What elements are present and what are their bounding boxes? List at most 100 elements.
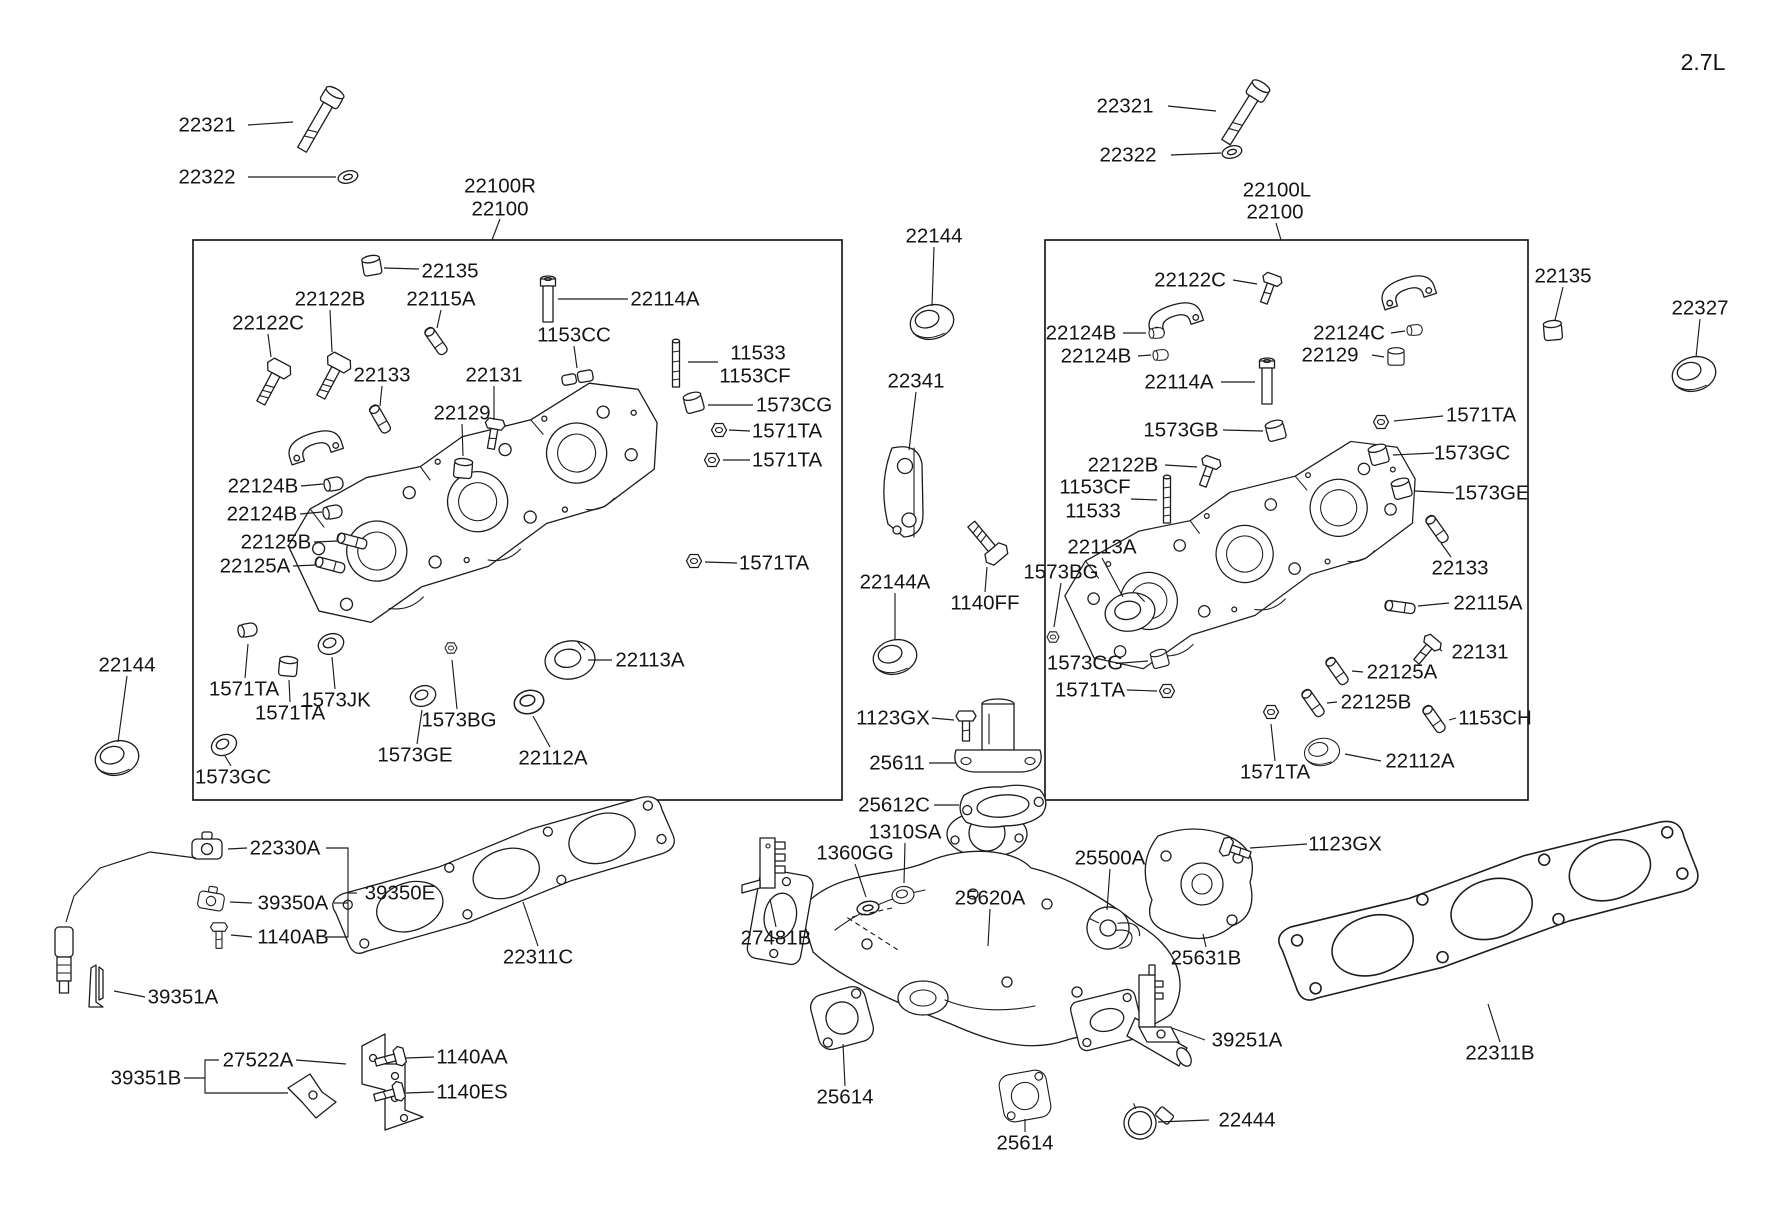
right-bank-cylinder-head-box [192, 239, 843, 801]
leader-line-80 [1326, 701, 1338, 704]
part-label-1123GX: 1123GX [856, 707, 930, 730]
part-label-1571TA: 1571TA [255, 702, 326, 725]
leader-line-14 [728, 429, 751, 432]
part-label-22122C: 22122C [232, 312, 304, 335]
part-label-1573BG: 1573BG [421, 709, 496, 732]
part-label-1573CG: 1573CG [756, 394, 832, 417]
leader-line-79 [1351, 670, 1364, 673]
part-label-22125A: 22125A [220, 555, 291, 578]
leader-line-33 [113, 990, 146, 998]
part-label-22144: 22144 [905, 225, 962, 248]
leader-line-85 [1126, 689, 1158, 692]
leader-line-6 [267, 333, 272, 358]
leader-line-5 [436, 309, 442, 329]
sleeve-22124B-drawing [322, 475, 345, 493]
pin-22133-drawing [367, 402, 393, 436]
part-label-22144: 22144 [98, 654, 155, 677]
leader-line-71 [1101, 557, 1124, 598]
pin-22133-drawing [1423, 513, 1451, 545]
leader-line-84 [1121, 660, 1149, 664]
bolt-22321-drawing [1216, 76, 1273, 149]
leader-line-25 [224, 755, 232, 767]
valve-guide-22114A-drawing [1258, 357, 1276, 405]
leader-line-4 [329, 309, 333, 353]
washer-22322-drawing [1220, 142, 1244, 162]
part-label-22113A: 22113A [615, 649, 684, 672]
leader-line-78 [1438, 648, 1443, 652]
camshaft-bearing-cap-drawing [1377, 269, 1438, 311]
cap-22135-drawing [360, 253, 383, 278]
seal-22112A-drawing [510, 686, 548, 718]
part-label-22444: 22444 [1218, 1109, 1275, 1132]
part-label-11533: 11533 [730, 342, 785, 365]
valve-guide-22114A-drawing [539, 275, 557, 323]
part-label-1140ES: 1140ES [436, 1081, 507, 1104]
leader-line-72 [1053, 582, 1062, 628]
part-label-22131: 22131 [465, 364, 522, 387]
part-label-25612C: 25612C [858, 794, 930, 817]
leader-line-65 [1390, 330, 1406, 334]
part-label-1571TA: 1571TA [752, 420, 823, 443]
bracket-39351B [204, 1059, 288, 1094]
leader-line-56 [1487, 1003, 1501, 1043]
leader-line-3 [383, 267, 420, 270]
seal-ring-22144A-drawing [868, 634, 922, 680]
part-label-22114A: 22114A [630, 288, 699, 311]
plug-1571TA-drawing [703, 452, 721, 468]
part-label-22122B: 22122B [295, 288, 366, 311]
part-label-1573CG: 1573CG [1047, 652, 1123, 675]
part-label-39351A: 39351A [148, 986, 219, 1009]
leader-line-62 [1232, 279, 1258, 285]
cap-1573GB-drawing [1263, 417, 1288, 443]
part-label-1571TA: 1571TA [739, 552, 810, 575]
plug-1571TA-drawing [685, 553, 703, 569]
part-label-22144A: 22144A [860, 571, 931, 594]
leader-line-61 [1695, 318, 1701, 358]
part-label-27481B: 27481B [741, 927, 812, 950]
leader-line-34 [295, 1059, 347, 1065]
leader-line-28 [532, 715, 551, 748]
leader-line-42 [931, 717, 955, 721]
plug-1571TA-drawing [1262, 704, 1280, 720]
part-label-22321: 22321 [1096, 95, 1153, 118]
part-label-25631B: 25631B [1171, 947, 1242, 970]
pin-1153CH-drawing [1420, 703, 1448, 735]
leader-line-9 [379, 385, 383, 407]
leader-line-64 [1137, 354, 1152, 357]
leader-line-38 [931, 246, 935, 307]
leader-line-41 [984, 566, 988, 593]
part-label-39251A: 39251A [1212, 1029, 1283, 1052]
leader-line-68 [1222, 429, 1264, 432]
part-label-22112A: 22112A [518, 747, 587, 770]
leader-line-31 [229, 901, 253, 904]
part-label-1571TA: 1571TA [209, 678, 280, 701]
part-label-22100L: 22100L [1243, 179, 1311, 202]
part-label-22330A: 22330A [250, 837, 321, 860]
seal-1573JK-drawing [314, 629, 348, 659]
leader-line-75 [1414, 490, 1455, 494]
sensor-bracket-22341-drawing [883, 446, 924, 538]
bolt-22122C-drawing [248, 355, 295, 410]
gasket-25614-drawing [996, 1067, 1054, 1125]
plug-1573BG-drawing [1046, 631, 1060, 643]
part-label-22322: 22322 [1099, 144, 1156, 167]
pin-22115A-drawing [1383, 599, 1417, 615]
part-label-22125B: 22125B [1341, 691, 1412, 714]
part-label-22124B: 22124B [228, 475, 299, 498]
bolt-1140AB-drawing [209, 922, 229, 949]
gasket-25614-drawing [807, 983, 877, 1053]
part-label-22122C: 22122C [1154, 269, 1226, 292]
leader-line-54 [1202, 933, 1207, 948]
part-label-25611: 25611 [869, 752, 924, 775]
leader-line-20 [704, 561, 738, 564]
leader-line-12 [461, 423, 464, 457]
leader-line-69 [1164, 464, 1198, 468]
leader-line-37 [522, 901, 539, 947]
pin-22115A-drawing [422, 325, 450, 357]
part-label-39350A: 39350A [258, 892, 329, 915]
leader-line-23 [288, 679, 291, 703]
part-label-1573GB: 1573GB [1143, 419, 1218, 442]
plug-1571TA-drawing [1158, 683, 1176, 699]
part-label-22131: 22131 [1451, 641, 1508, 664]
leader-line-30 [227, 847, 248, 850]
